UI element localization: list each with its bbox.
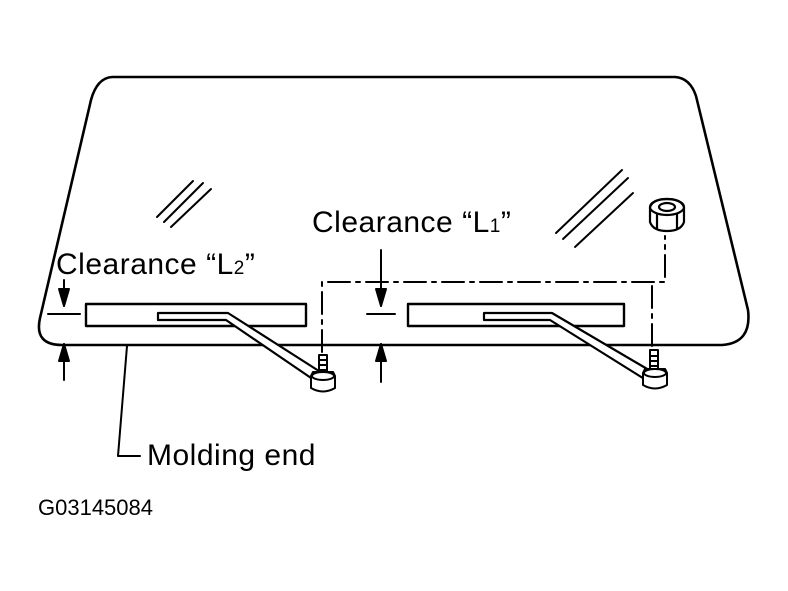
clearance-l1-suffix: ” — [500, 206, 512, 239]
loose-nut-icon — [648, 197, 686, 233]
figure-code: G03145084 — [38, 495, 153, 520]
dimension-arrows-l2 — [47, 279, 81, 381]
clip-arm-left — [156, 311, 324, 382]
clearance-l1-prefix: Clearance “L — [312, 206, 490, 239]
bolt-nut-left — [310, 354, 336, 393]
clearance-l2-subscript: 2 — [233, 258, 245, 279]
clearance-l2-suffix: ” — [244, 248, 256, 281]
clip-arm-right — [482, 311, 656, 382]
molding-end-leader — [117, 345, 141, 457]
glass-reflection-right — [555, 169, 634, 248]
molding-strip-right — [406, 302, 626, 328]
clearance-l2-prefix: Clearance “L — [56, 248, 234, 281]
dimension-arrows-l1 — [366, 249, 396, 383]
clearance-l1-label: Clearance “L1” — [312, 208, 511, 238]
clearance-l2-label: Clearance “L2” — [56, 250, 255, 280]
molding-end-label: Molding end — [147, 439, 316, 472]
leader-line-dashed — [321, 235, 666, 353]
glass-reflection-left — [156, 180, 212, 228]
molding-strip-left — [84, 302, 308, 328]
clearance-l1-subscript: 1 — [489, 216, 501, 237]
windshield-glass-outline — [37, 75, 750, 347]
bolt-nut-right — [642, 349, 668, 390]
